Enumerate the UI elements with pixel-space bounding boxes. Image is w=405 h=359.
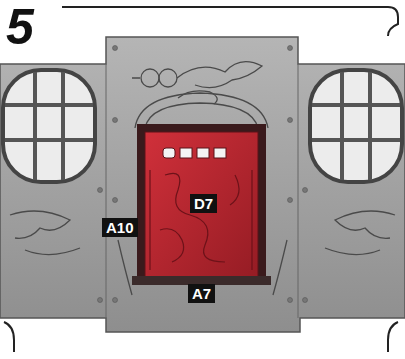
part-label: A7	[188, 284, 215, 303]
part-label: A10	[102, 218, 138, 237]
step-number: 5	[6, 2, 32, 52]
part-label: D7	[190, 194, 217, 213]
